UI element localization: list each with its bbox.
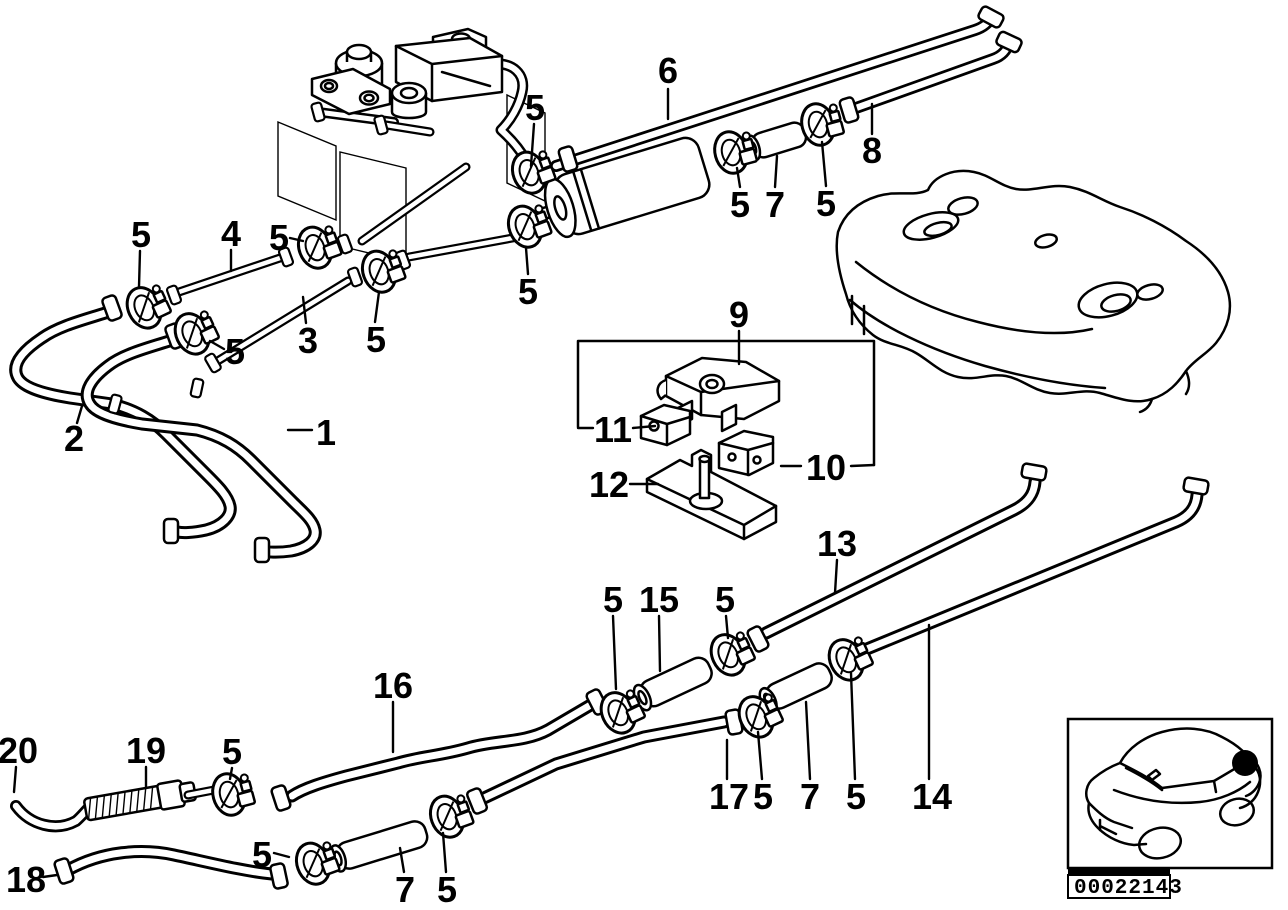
callout-5: 5 [753,776,773,817]
callouts: 6 8 5 5 7 5 5 4 5 5 5 3 5 2 1 9 11 10 12… [0,50,952,910]
callout-7: 7 [800,776,820,817]
callout-13: 13 [817,523,857,564]
part-number-plate: 00022143 [1067,868,1183,900]
callout-5: 5 [525,87,545,128]
callout-20: 20 [0,730,38,771]
callout-19: 19 [126,730,166,771]
hose-15 [632,656,713,712]
pipe-8 [850,38,1014,114]
plate-12 [645,448,778,541]
fuel-valve-assembly [310,27,533,168]
fuel-filter [534,136,711,239]
inset-frame [1066,717,1274,870]
callout-5: 5 [437,869,457,910]
hose-1 [80,331,322,559]
callout-16: 16 [373,665,413,706]
hose-19-braided [10,779,219,833]
callout-2: 2 [64,418,84,459]
callout-15: 15 [639,579,679,620]
callout-17: 17 [709,776,749,817]
callout-12: 12 [589,464,629,505]
callout-5: 5 [603,579,623,620]
clip-10 [717,429,775,477]
callout-5: 5 [225,331,245,372]
callout-5: 5 [730,184,750,225]
callout-4: 4 [221,213,241,254]
callout-5: 5 [518,271,538,312]
bracket-9 [656,356,781,433]
callout-5: 5 [222,731,242,772]
callout-5: 5 [131,214,151,255]
callout-7: 7 [395,869,415,910]
callout-6: 6 [658,50,678,91]
pipe-3 [211,232,523,367]
callout-5: 5 [366,319,386,360]
pipe-4 [174,162,471,297]
fuel-tank [835,169,1232,414]
pipe-17 [475,715,731,806]
fuel-tank-location-dot [1232,750,1258,776]
pipe-14 [855,488,1204,658]
callout-7: 7 [765,184,785,225]
callout-5: 5 [715,579,735,620]
pipe-13 [759,475,1042,640]
callout-14: 14 [912,776,952,817]
clip-11 [639,403,692,447]
hose-2 [9,303,237,540]
callout-5: 5 [816,183,836,224]
leader-lines [12,87,931,879]
pipe-16 [285,696,601,803]
callout-3: 3 [298,320,318,361]
callout-5: 5 [252,834,272,875]
hose-18 [61,845,279,881]
car-location-inset: 00022143 [1066,717,1274,900]
callout-11: 11 [594,409,632,450]
callout-9: 9 [729,294,749,335]
callout-5: 5 [269,217,289,258]
hose-7-bottom-left [328,820,429,873]
callout-5: 5 [846,776,866,817]
callout-1: 1 [316,412,336,453]
callout-8: 8 [862,130,882,171]
sedan-icon [1085,727,1262,860]
part-number: 00022143 [1074,877,1183,900]
detail-box-bracket [576,339,876,541]
callout-10: 10 [806,447,846,488]
callout-18: 18 [6,859,46,900]
